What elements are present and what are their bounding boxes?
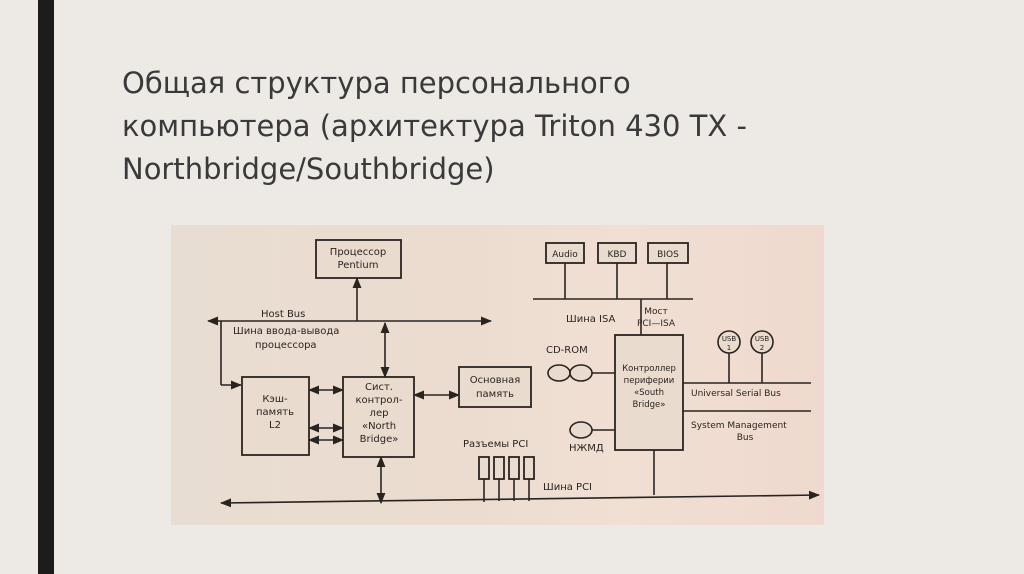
usb-port-1-icon xyxy=(717,330,741,354)
cpu-io-bus-label-1: Шина ввода-вывода xyxy=(233,326,339,337)
cpu-io-bus-label-2: процессора xyxy=(255,340,317,351)
usb2-label-1: USB xyxy=(755,335,770,343)
cache-label-1: Кэш- xyxy=(262,394,288,405)
south-bridge-box xyxy=(614,334,684,451)
sb-label-3: «South xyxy=(634,388,664,398)
pci-isa-bridge-label-1: Мост xyxy=(644,307,667,317)
sb-label-4: Bridge» xyxy=(633,400,666,410)
smbus-label-2: Bus xyxy=(737,433,754,443)
usb1-label-2: 1 xyxy=(727,344,731,352)
sb-label-2: периферии xyxy=(624,376,675,386)
cpu-box xyxy=(315,239,402,279)
cdrom-label: CD-ROM xyxy=(546,345,588,356)
cpu-label-1: Процессор xyxy=(330,247,386,258)
bios-box xyxy=(647,242,689,264)
kbd-label: KBD xyxy=(607,250,626,260)
cdrom-icon xyxy=(547,364,571,382)
usb1-label-1: USB xyxy=(722,335,737,343)
cpu-label-2: Pentium xyxy=(338,260,379,271)
audio-label: Audio xyxy=(552,250,578,260)
hdd-icon xyxy=(569,421,593,439)
cache-label-2: память xyxy=(256,407,294,418)
nb-label-5: Bridge» xyxy=(360,434,399,445)
smbus-label-1: System Management xyxy=(691,421,787,431)
audio-box xyxy=(545,242,585,264)
title-line-3: Northbridge/Southbridge) xyxy=(122,152,495,186)
sb-label-1: Контроллер xyxy=(622,364,676,374)
nb-label-4: «North xyxy=(362,421,396,432)
north-bridge-box xyxy=(342,376,415,458)
pci-isa-bridge-label-2: PCI—ISA xyxy=(637,319,676,329)
cache-box xyxy=(241,376,310,456)
usb-port-2-icon xyxy=(750,330,774,354)
hdd-label: НЖМД xyxy=(569,443,604,454)
host-bus-label: Host Bus xyxy=(261,309,305,320)
title-line-1: Общая структура персонального xyxy=(122,66,631,100)
memory-label-1: Основная xyxy=(470,375,521,386)
usb2-label-2: 2 xyxy=(760,344,764,352)
bios-label: BIOS xyxy=(657,250,679,260)
nb-label-1: Сист. xyxy=(365,382,393,393)
pci-bus-label: Шина PCI xyxy=(543,482,592,493)
isa-bus-label: Шина ISA xyxy=(566,314,616,325)
kbd-box xyxy=(597,242,637,264)
architecture-diagram-photo: Процессор Pentium Host Bus Шина ввода-вы… xyxy=(171,225,824,525)
main-memory-box xyxy=(458,366,532,408)
pci-slots-label: Разъемы PCI xyxy=(463,439,528,450)
nb-label-3: лер xyxy=(370,408,389,419)
nb-label-2: контрол- xyxy=(356,395,403,406)
cache-label-3: L2 xyxy=(269,420,281,431)
title-line-2: компьютера (архитектура Triton 430 TX - xyxy=(122,109,747,143)
usb-bus-label: Universal Serial Bus xyxy=(691,389,781,399)
accent-bar xyxy=(38,0,54,574)
slide-title: Общая структура персонального компьютера… xyxy=(122,62,982,191)
memory-label-2: память xyxy=(476,389,514,400)
pci-bus-line xyxy=(219,490,821,508)
